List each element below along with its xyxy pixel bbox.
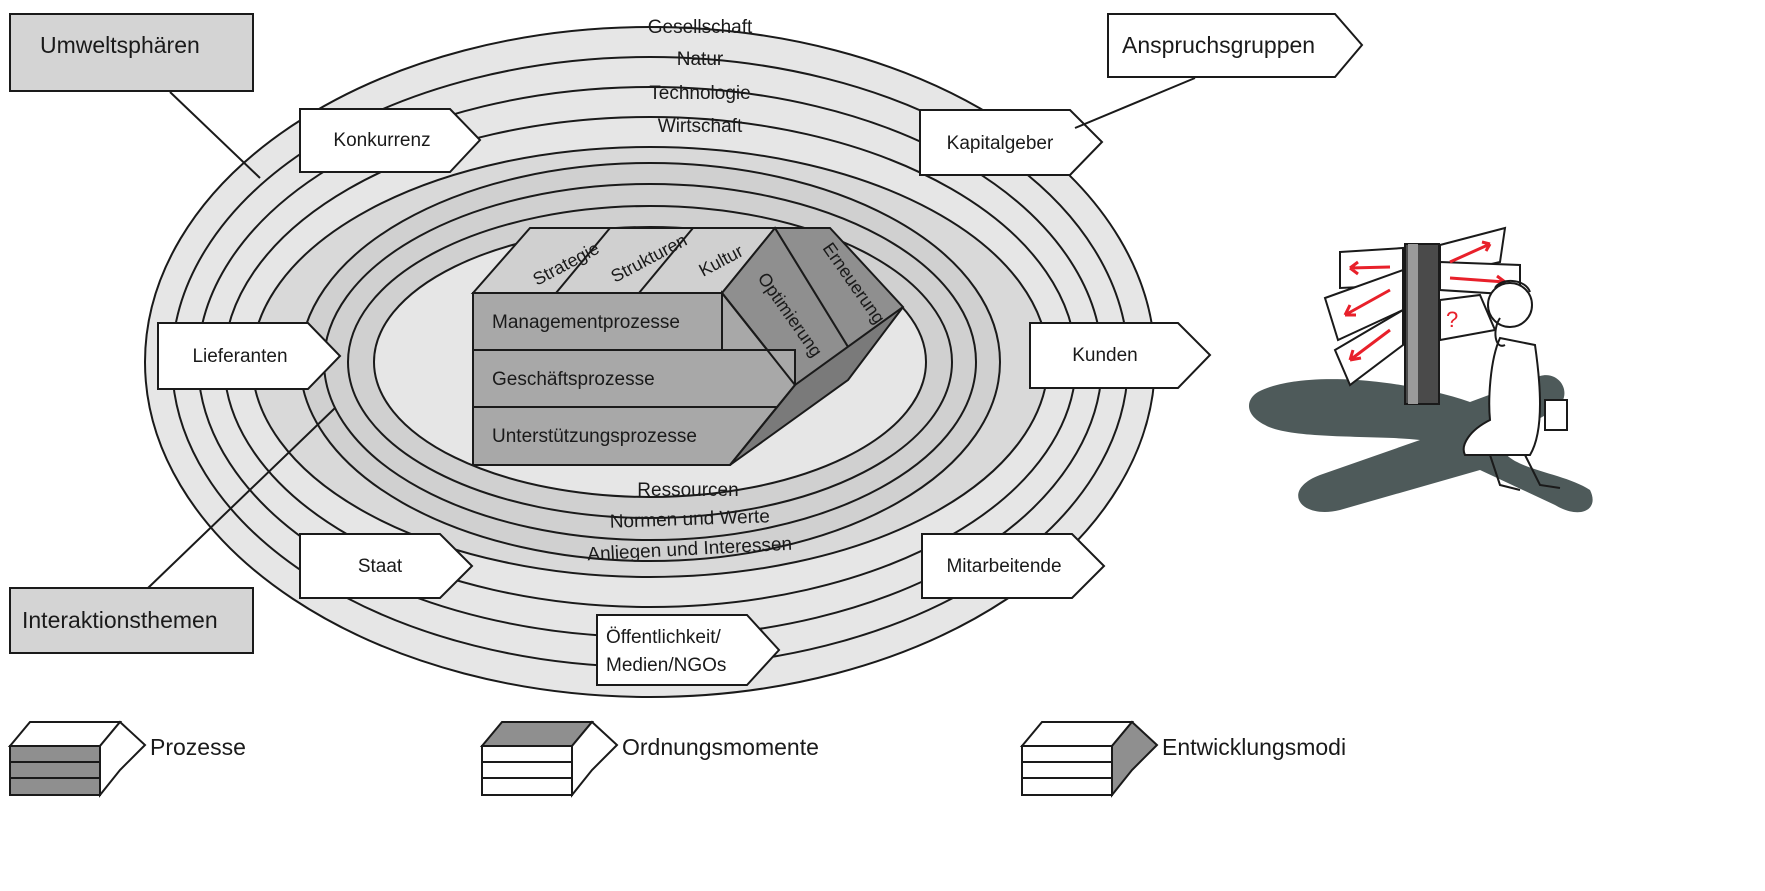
legend-label-prozesse: Prozesse	[150, 734, 246, 760]
legend-label-entwicklungsmodi: Entwicklungsmodi	[1162, 734, 1346, 760]
signpost-pole-highlight	[1408, 244, 1418, 404]
briefcase-icon	[1544, 399, 1568, 431]
stakeholder-label-kapitalgeber: Kapitalgeber	[947, 133, 1054, 154]
stakeholder-label-oeffentlichkeit-2: Medien/NGOs	[606, 655, 726, 676]
legend3-side	[1111, 720, 1159, 798]
legend-icon-ordnungsmomente	[479, 720, 619, 798]
block-outline	[472, 292, 797, 466]
ring-label-gesellschaft: Gesellschaft	[648, 17, 753, 38]
stakeholder-box-oeffentlichkeit	[596, 614, 781, 686]
stakeholder-label-lieferanten: Lieferanten	[192, 346, 287, 367]
stakeholder-box-konkurrenz	[299, 108, 482, 173]
title-box-interaktionsthemen	[9, 587, 254, 654]
ring-label-technologie: Technologie	[649, 83, 750, 104]
leader-interaktionsthemen	[147, 407, 336, 589]
leader-umweltsphaeren	[169, 91, 261, 179]
title-box-umweltsphaeren	[9, 13, 254, 92]
title-anspruchsgruppen: Anspruchsgruppen	[1122, 32, 1315, 58]
thinking-person	[1462, 280, 1568, 491]
legend-label-ordnungsmomente: Ordnungsmomente	[622, 734, 819, 760]
stakeholder-box-mitarbeitende	[921, 533, 1106, 599]
stakeholder-box-staat	[299, 533, 474, 599]
arrow-right-icon	[1449, 240, 1492, 264]
process-label-geschaeft: Geschäftsprozesse	[492, 369, 655, 390]
leader-lines	[147, 77, 1196, 589]
arrow-left-icon	[1349, 260, 1391, 276]
stakeholder-label-oeffentlichkeit-1: Öffentlichkeit/	[606, 627, 721, 648]
title-box-anspruchsgruppen	[1107, 13, 1364, 78]
legend-icon-prozesse	[7, 720, 147, 798]
legend	[7, 720, 1159, 798]
leader-anspruchsgruppen	[1074, 77, 1196, 129]
person-leg-2	[1524, 454, 1561, 489]
top-divider-1	[555, 227, 611, 294]
stakeholder-label-mitarbeitende: Mitarbeitende	[946, 556, 1061, 577]
stakeholder-label-staat: Staat	[358, 556, 403, 577]
ring-label-natur: Natur	[677, 49, 724, 70]
legend1-front	[9, 745, 101, 796]
legend2-front	[481, 745, 573, 796]
person-hair	[1494, 280, 1531, 293]
legend-icon-entwicklungsmodi	[1019, 720, 1159, 798]
stakeholder-box-kunden	[1029, 322, 1212, 389]
ring-label-wirtschaft: Wirtschaft	[658, 116, 743, 137]
organisation-block	[470, 226, 905, 466]
signpost-illustration: ?	[1248, 226, 1593, 513]
question-mark-icon: ?	[1446, 307, 1458, 332]
stakeholder-box-lieferanten	[157, 322, 342, 390]
legend2-side	[571, 720, 619, 798]
legend1-side	[99, 720, 147, 798]
stakeholder-label-konkurrenz: Konkurrenz	[333, 130, 430, 151]
person-arm	[1494, 317, 1506, 347]
arrow-left-icon	[1343, 288, 1391, 317]
stakeholder-label-kunden: Kunden	[1072, 345, 1138, 366]
person-body	[1462, 336, 1541, 456]
legend3-front	[1021, 745, 1113, 796]
ring-label-ressourcen: Ressourcen	[637, 480, 738, 501]
process-label-unterstuetzung: Unterstützungsprozesse	[492, 426, 697, 447]
process-label-management: Managementprozesse	[492, 312, 680, 333]
title-interaktionsthemen: Interaktionsthemen	[22, 607, 218, 633]
stakeholder-box-kapitalgeber	[919, 109, 1104, 176]
top-divider-2	[638, 227, 694, 294]
stakeholder-boxes	[157, 108, 1212, 686]
arrow-left-icon	[1348, 328, 1391, 362]
title-umweltsphaeren: Umweltsphären	[40, 32, 200, 58]
person-head	[1487, 282, 1533, 328]
person-leg-1	[1489, 454, 1521, 491]
